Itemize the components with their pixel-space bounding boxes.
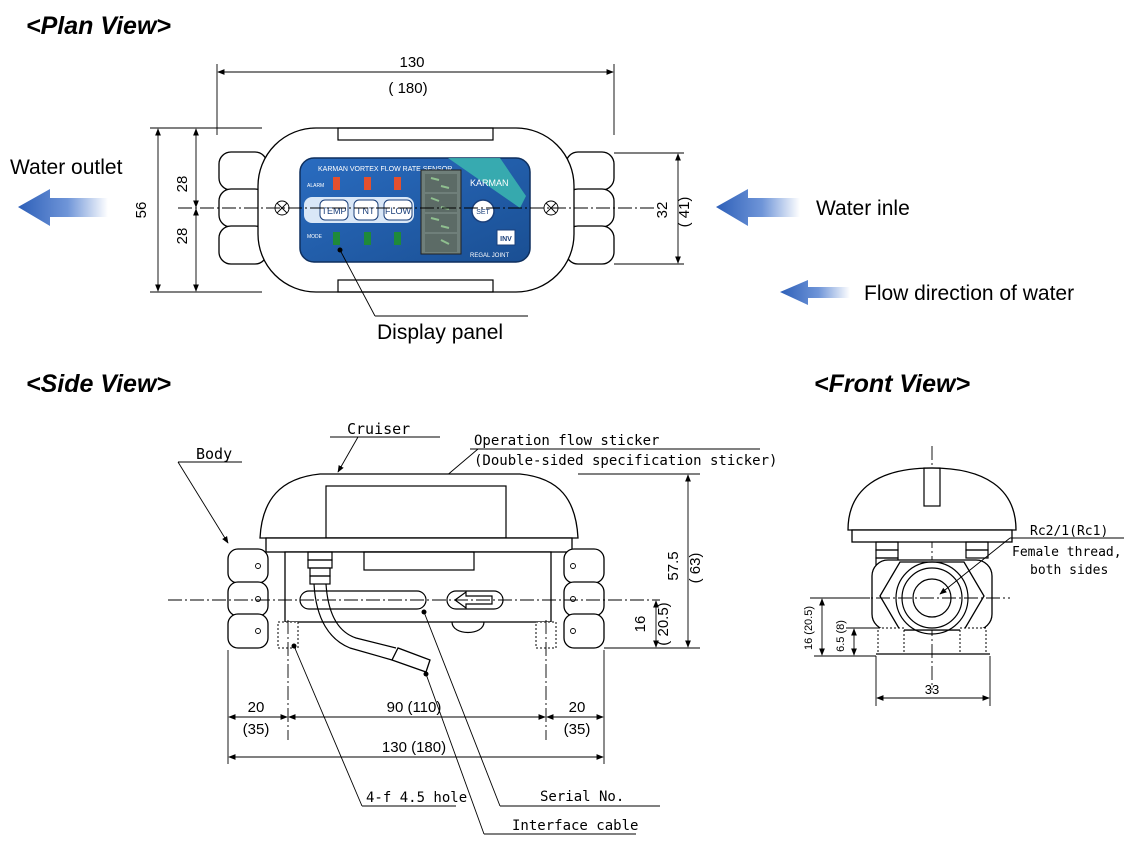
- water-inlet-arrow-icon: [716, 189, 800, 226]
- side-dim-height: 57.5: [665, 551, 682, 580]
- side-dim-axis-alt: ( 20.5): [655, 602, 672, 645]
- svg-text:TEMP: TEMP: [321, 206, 346, 216]
- svg-text:FLOW: FLOW: [385, 206, 412, 216]
- plan-dim-width: 130: [399, 54, 424, 71]
- side-view: Body Cruiser Operation flow sticker (Dou…: [168, 420, 777, 835]
- led-green-2: [364, 232, 371, 245]
- set-button[interactable]: SET: [471, 199, 495, 223]
- display-panel-label: Display panel: [377, 321, 503, 344]
- side-dim-right: 20: [569, 699, 586, 716]
- flow-direction-label: Flow direction of water: [864, 282, 1074, 305]
- cable-label: Interface cable: [512, 818, 638, 834]
- side-dim-left-alt: (35): [243, 721, 270, 738]
- hole-label: 4-f 4.5 hole: [366, 790, 467, 806]
- plan-view-title: <Plan View>: [26, 12, 171, 40]
- svg-text:I NT: I NT: [358, 206, 376, 216]
- inv-badge: INV: [500, 236, 512, 243]
- water-outlet-arrow-icon: [18, 189, 108, 226]
- body-label: Body: [196, 445, 232, 463]
- interface-cable: [307, 551, 431, 673]
- flow-button[interactable]: FLOW: [383, 199, 413, 221]
- sticker-label-1: Operation flow sticker: [474, 433, 659, 449]
- led-red-2: [364, 177, 371, 190]
- front-cover: [847, 467, 1017, 531]
- cruiser-cover: [259, 473, 579, 539]
- plan-dim-depth: 32: [654, 202, 671, 219]
- front-dim-a: 16 (20.5): [803, 606, 815, 650]
- plan-dim-half-top: 28: [174, 176, 191, 193]
- panel-brand: KARMAN: [470, 178, 509, 188]
- led-red-1: [333, 177, 340, 190]
- side-dim-axis: 16: [632, 616, 649, 633]
- thread-label-2: Female thread,: [1012, 545, 1122, 560]
- led-green-1: [333, 232, 340, 245]
- side-dim-left: 20: [248, 699, 265, 716]
- panel-mode-label: MODE: [307, 234, 323, 240]
- sticker-label-2: (Double-sided specification sticker): [474, 453, 777, 469]
- serial-label: Serial No.: [540, 789, 624, 805]
- led-green-3: [394, 232, 401, 245]
- water-inlet-label: Water inle: [816, 197, 910, 220]
- plan-dim-height: 56: [133, 202, 150, 219]
- svg-text:SET: SET: [476, 209, 490, 216]
- panel-alarm-label: ALARM: [307, 183, 324, 189]
- cruiser-label: Cruiser: [347, 420, 410, 438]
- plan-view: 130 ( 180) KARMAN VORTEX FLOW RATE SENSO…: [10, 54, 1074, 344]
- side-dim-mid: 90 (110): [387, 699, 442, 716]
- display-panel: KARMAN VORTEX FLOW RATE SENSOR KARMAN AL…: [299, 157, 531, 263]
- plan-dim-depth-alt: ( 41): [676, 197, 693, 228]
- front-dim-b: 6.5 (8): [835, 620, 847, 652]
- side-dim-total: 130 (180): [382, 739, 446, 756]
- plan-dim-half-bottom: 28: [174, 228, 191, 245]
- water-outlet-label: Water outlet: [10, 156, 123, 179]
- front-view: Rc2/1(Rc1) Female thread, both sides 16 …: [803, 446, 1124, 706]
- side-view-title: <Side View>: [26, 370, 171, 398]
- flow-direction-arrow-icon: [780, 280, 850, 305]
- front-dim-width: 33: [925, 682, 939, 697]
- plan-dim-width-alt: ( 180): [388, 80, 427, 97]
- panel-header: KARMAN VORTEX FLOW RATE SENSOR: [318, 166, 452, 173]
- int-button[interactable]: I NT: [353, 199, 379, 221]
- panel-footer: REGAL JOINT: [470, 253, 509, 259]
- thread-label-3: both sides: [1030, 563, 1108, 578]
- side-dim-right-alt: (35): [564, 721, 591, 738]
- temp-button[interactable]: TEMP: [319, 199, 349, 221]
- front-view-title: <Front View>: [814, 370, 970, 398]
- led-red-3: [394, 177, 401, 190]
- thread-label-1: Rc2/1(Rc1): [1030, 524, 1108, 539]
- side-dim-height-alt: ( 63): [687, 553, 704, 584]
